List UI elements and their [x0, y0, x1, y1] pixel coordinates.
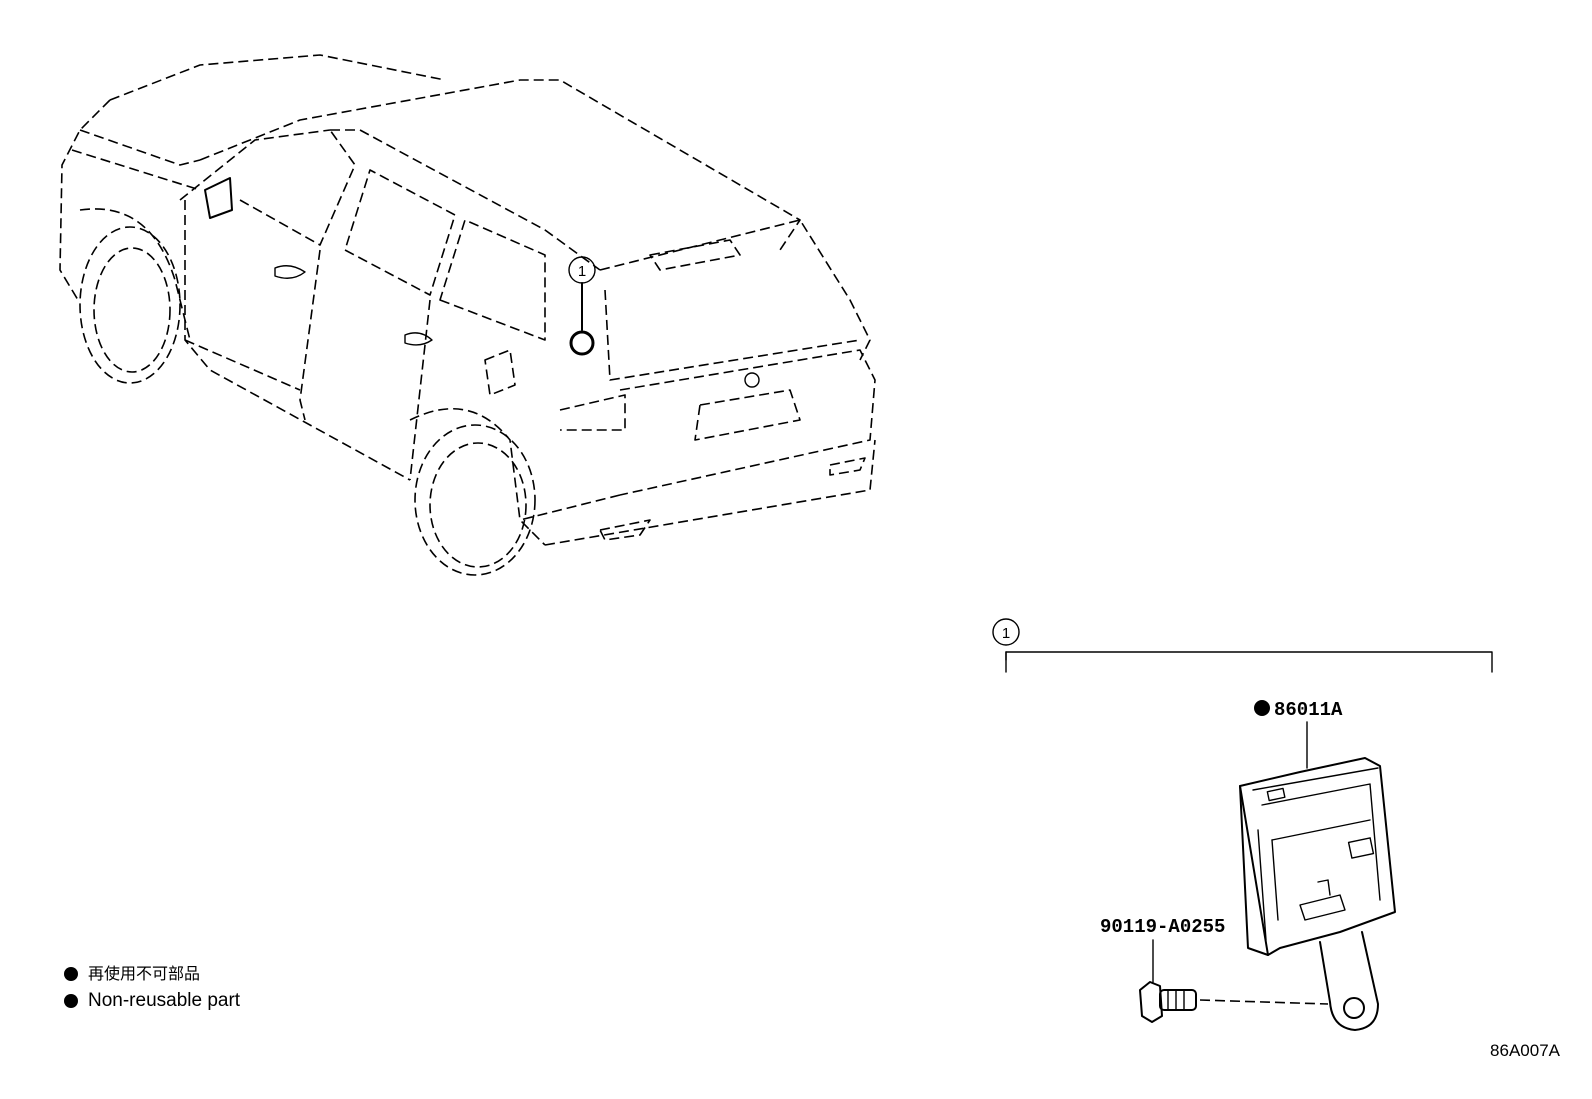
vehicle-callout-number: 1: [578, 263, 586, 280]
control-module: [1239, 757, 1396, 1031]
legend-row-en: Non-reusable part: [64, 987, 240, 1014]
legend-jp-text: 再使用不可部品: [88, 964, 201, 983]
legend: 再使用不可部品 Non-reusable part: [64, 960, 240, 1014]
legend-en-text: Non-reusable part: [88, 990, 241, 1011]
vehicle-outline: [59, 54, 876, 576]
non-reusable-dot: [1254, 700, 1270, 716]
module-part-label[interactable]: 86011A: [1254, 699, 1343, 769]
legend-row-jp: 再使用不可部品: [64, 960, 240, 987]
bolt-part-label[interactable]: 90119-A0255: [1100, 916, 1225, 983]
group-callout-number: 1: [1002, 625, 1010, 642]
vehicle-callout: 1: [568, 256, 596, 356]
parts-group-bracket: 1: [992, 618, 1493, 673]
module-part-number: 86011A: [1274, 699, 1343, 721]
bolt-part-number: 90119-A0255: [1100, 916, 1225, 938]
figure-code: 86A007A: [1490, 1041, 1560, 1060]
non-reusable-dot-icon: [64, 966, 78, 981]
non-reusable-dot-icon: [64, 993, 78, 1008]
bolt: [1139, 981, 1329, 1023]
